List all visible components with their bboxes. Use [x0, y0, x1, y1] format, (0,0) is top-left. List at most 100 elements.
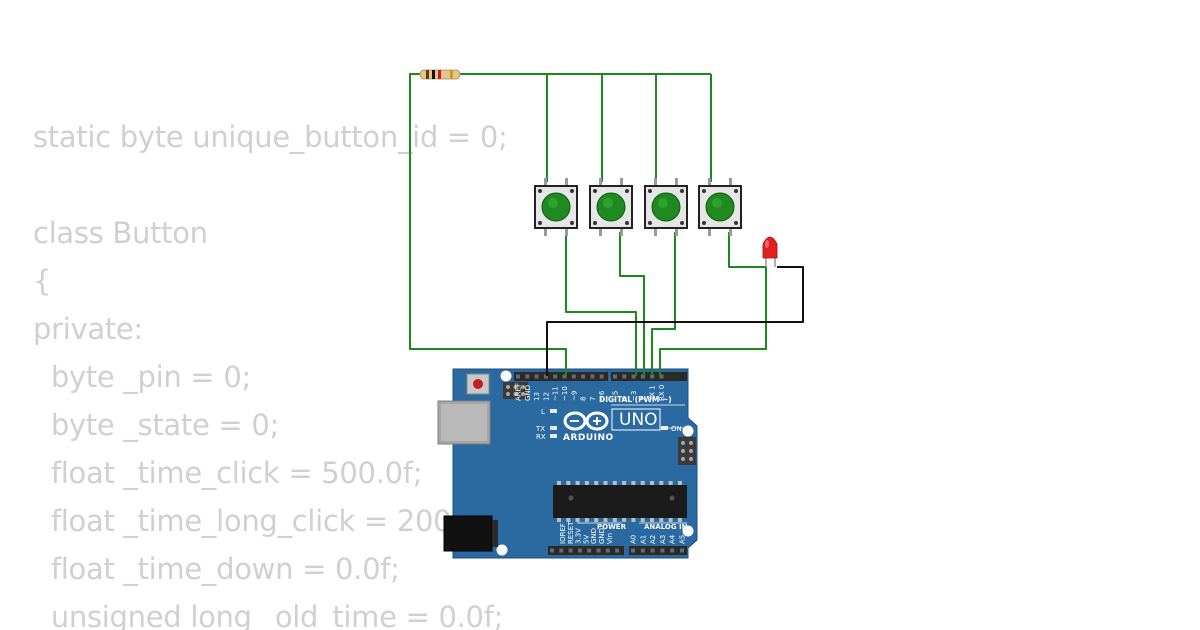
- mounting-hole: [682, 525, 694, 537]
- pin-label: 7: [589, 397, 597, 401]
- header-pin[interactable]: [553, 374, 558, 379]
- wire-green[interactable]: [565, 232, 637, 376]
- header-pin[interactable]: [631, 548, 635, 553]
- power-header[interactable]: [548, 546, 624, 555]
- header-pin[interactable]: [587, 548, 592, 553]
- brand-label: ARDUINO: [563, 433, 614, 443]
- pin-label: Vin: [606, 533, 614, 544]
- pin-label: GND: [590, 528, 598, 544]
- l-led-label: L: [541, 408, 545, 416]
- push-button-3[interactable]: [644, 178, 688, 236]
- code-line: class Button: [33, 216, 208, 250]
- header-pin[interactable]: [622, 374, 627, 379]
- mounting-hole: [496, 544, 508, 556]
- header-pin[interactable]: [577, 548, 582, 553]
- pin-label: 4: [621, 396, 629, 401]
- header-pin[interactable]: [562, 374, 567, 379]
- pin-label: RESET: [567, 521, 575, 544]
- pin-label: A2: [649, 535, 657, 544]
- push-button-4[interactable]: [698, 178, 742, 236]
- pin-label: A0: [630, 535, 638, 544]
- microcontroller-chip: [553, 481, 687, 522]
- pin-label: 13: [533, 392, 541, 401]
- arduino-logo-icon: [563, 411, 609, 431]
- pin-label: ~6: [598, 390, 606, 401]
- header-pin[interactable]: [516, 374, 520, 379]
- header-pin[interactable]: [631, 374, 636, 379]
- wire-green[interactable]: [619, 232, 645, 376]
- pin-label: RX 0: [658, 385, 666, 401]
- pin-label: 12: [542, 392, 550, 401]
- wire-black[interactable]: [546, 266, 804, 376]
- header-pin[interactable]: [640, 548, 645, 553]
- pin-label: 5V: [582, 535, 590, 544]
- header-pin[interactable]: [590, 374, 595, 379]
- header-pin[interactable]: [534, 374, 539, 379]
- code-line: byte _state = 0;: [33, 408, 279, 442]
- pin-label: IOREF: [559, 523, 567, 544]
- pin-label: ~10: [561, 386, 569, 401]
- pin-label: ~5: [612, 391, 620, 401]
- digital-header[interactable]: [514, 372, 687, 381]
- header-pin[interactable]: [615, 548, 620, 553]
- pin-label: A3: [659, 535, 667, 544]
- resistor[interactable]: [419, 69, 461, 80]
- wire-green[interactable]: [651, 232, 676, 376]
- code-line: float _time_down = 0.0f;: [33, 552, 400, 586]
- model-label: UNO: [619, 410, 658, 430]
- header-pin[interactable]: [640, 374, 645, 379]
- push-button-1[interactable]: [534, 178, 578, 236]
- pin-label: AREF: [515, 383, 523, 401]
- rx-led-label: RX: [536, 433, 546, 441]
- header-pin[interactable]: [599, 374, 604, 379]
- analog-header-label: ANALOG IN: [644, 523, 688, 531]
- pin-label: ~3: [630, 391, 638, 401]
- header-pin[interactable]: [596, 548, 601, 553]
- pin-label: GND: [598, 528, 606, 544]
- icsp2-header: [678, 437, 696, 465]
- header-pin[interactable]: [660, 548, 665, 553]
- push-button-2[interactable]: [589, 178, 633, 236]
- code-line: float _time_click = 500.0f;: [33, 456, 423, 490]
- red-led[interactable]: [762, 236, 778, 267]
- header-pin[interactable]: [581, 374, 586, 379]
- header-pin[interactable]: [571, 374, 576, 379]
- header-pin[interactable]: [659, 374, 664, 379]
- pin-label: 8: [580, 397, 588, 401]
- mounting-hole: [500, 370, 512, 382]
- wire-green[interactable]: [409, 73, 567, 376]
- header-pin[interactable]: [559, 548, 564, 553]
- code-line: private:: [33, 312, 143, 346]
- pin-label: GND: [524, 385, 532, 401]
- header-pin[interactable]: [568, 548, 573, 553]
- pin-label: 3.3V: [575, 528, 583, 544]
- wire-green[interactable]: [659, 232, 767, 376]
- pin-label: A5: [679, 535, 687, 544]
- analog-header[interactable]: [629, 546, 687, 555]
- mounting-hole: [682, 425, 694, 437]
- pin-label: TX 1: [649, 385, 657, 402]
- header-pin[interactable]: [613, 374, 617, 379]
- header-pin[interactable]: [525, 374, 530, 379]
- on-led-label: ON: [671, 425, 682, 433]
- header-pin[interactable]: [650, 374, 655, 379]
- header-pin[interactable]: [605, 548, 610, 553]
- reset-button-cap[interactable]: [473, 379, 483, 389]
- header-pin[interactable]: [650, 548, 655, 553]
- header-pin[interactable]: [543, 374, 548, 379]
- power-header-label: POWER: [597, 523, 627, 531]
- power-jack: [443, 515, 493, 552]
- header-pin[interactable]: [680, 548, 684, 553]
- icsp-header: [503, 382, 528, 399]
- header-pin[interactable]: [670, 548, 675, 553]
- code-line: {: [33, 264, 52, 298]
- tx-led-label: TX: [535, 425, 545, 433]
- code-line: byte _pin = 0;: [33, 360, 251, 394]
- digital-header-label: DIGITAL (PWM ~): [599, 395, 672, 404]
- pin-label: 2: [639, 397, 647, 401]
- code-line: unsigned long _old_time = 0.0f;: [33, 600, 504, 630]
- header-pin[interactable]: [550, 548, 554, 553]
